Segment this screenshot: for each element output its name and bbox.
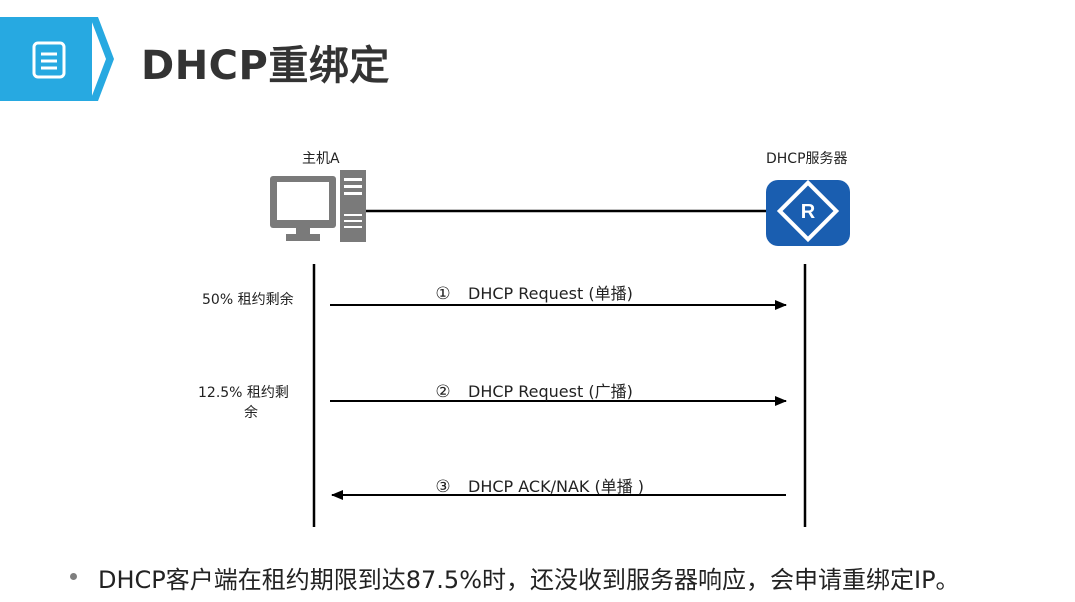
message-2-label: ② DHCP Request (广播) — [432, 378, 633, 402]
router-letter: R — [801, 201, 816, 223]
trigger-label-2: 12.5% 租约剩 — [198, 385, 289, 401]
router-icon: R — [766, 179, 850, 246]
step-number-2: ② — [435, 382, 451, 402]
message-2-text: DHCP Request (广播) — [468, 382, 633, 401]
step-number-1: ① — [435, 284, 451, 304]
step-number-3: ③ — [435, 477, 451, 497]
page-title: DHCP重绑定 — [141, 43, 390, 89]
pc-icon — [270, 170, 366, 242]
message-3-label: ③ DHCP ACK/NAK (单播 ) — [432, 473, 644, 497]
server-label: DHCP服务器 — [766, 151, 848, 167]
message-3-text: DHCP ACK/NAK (单播 ) — [468, 477, 645, 496]
trigger-label-2-cont: 余 — [244, 405, 258, 421]
message-1-text: DHCP Request (单播) — [468, 284, 633, 303]
bullet-dot — [70, 573, 77, 580]
trigger-label-1: 50% 租约剩余 — [202, 292, 294, 308]
header-chevron — [90, 17, 114, 101]
bullet-note: DHCP客户端在租约期限到达87.5%时，还没收到服务器响应，会申请重绑定IP。 — [98, 566, 960, 594]
client-label: 主机A — [302, 151, 340, 167]
message-1-label: ① DHCP Request (单播) — [432, 280, 633, 304]
document-icon — [32, 41, 66, 79]
header-accent-band — [0, 17, 92, 101]
